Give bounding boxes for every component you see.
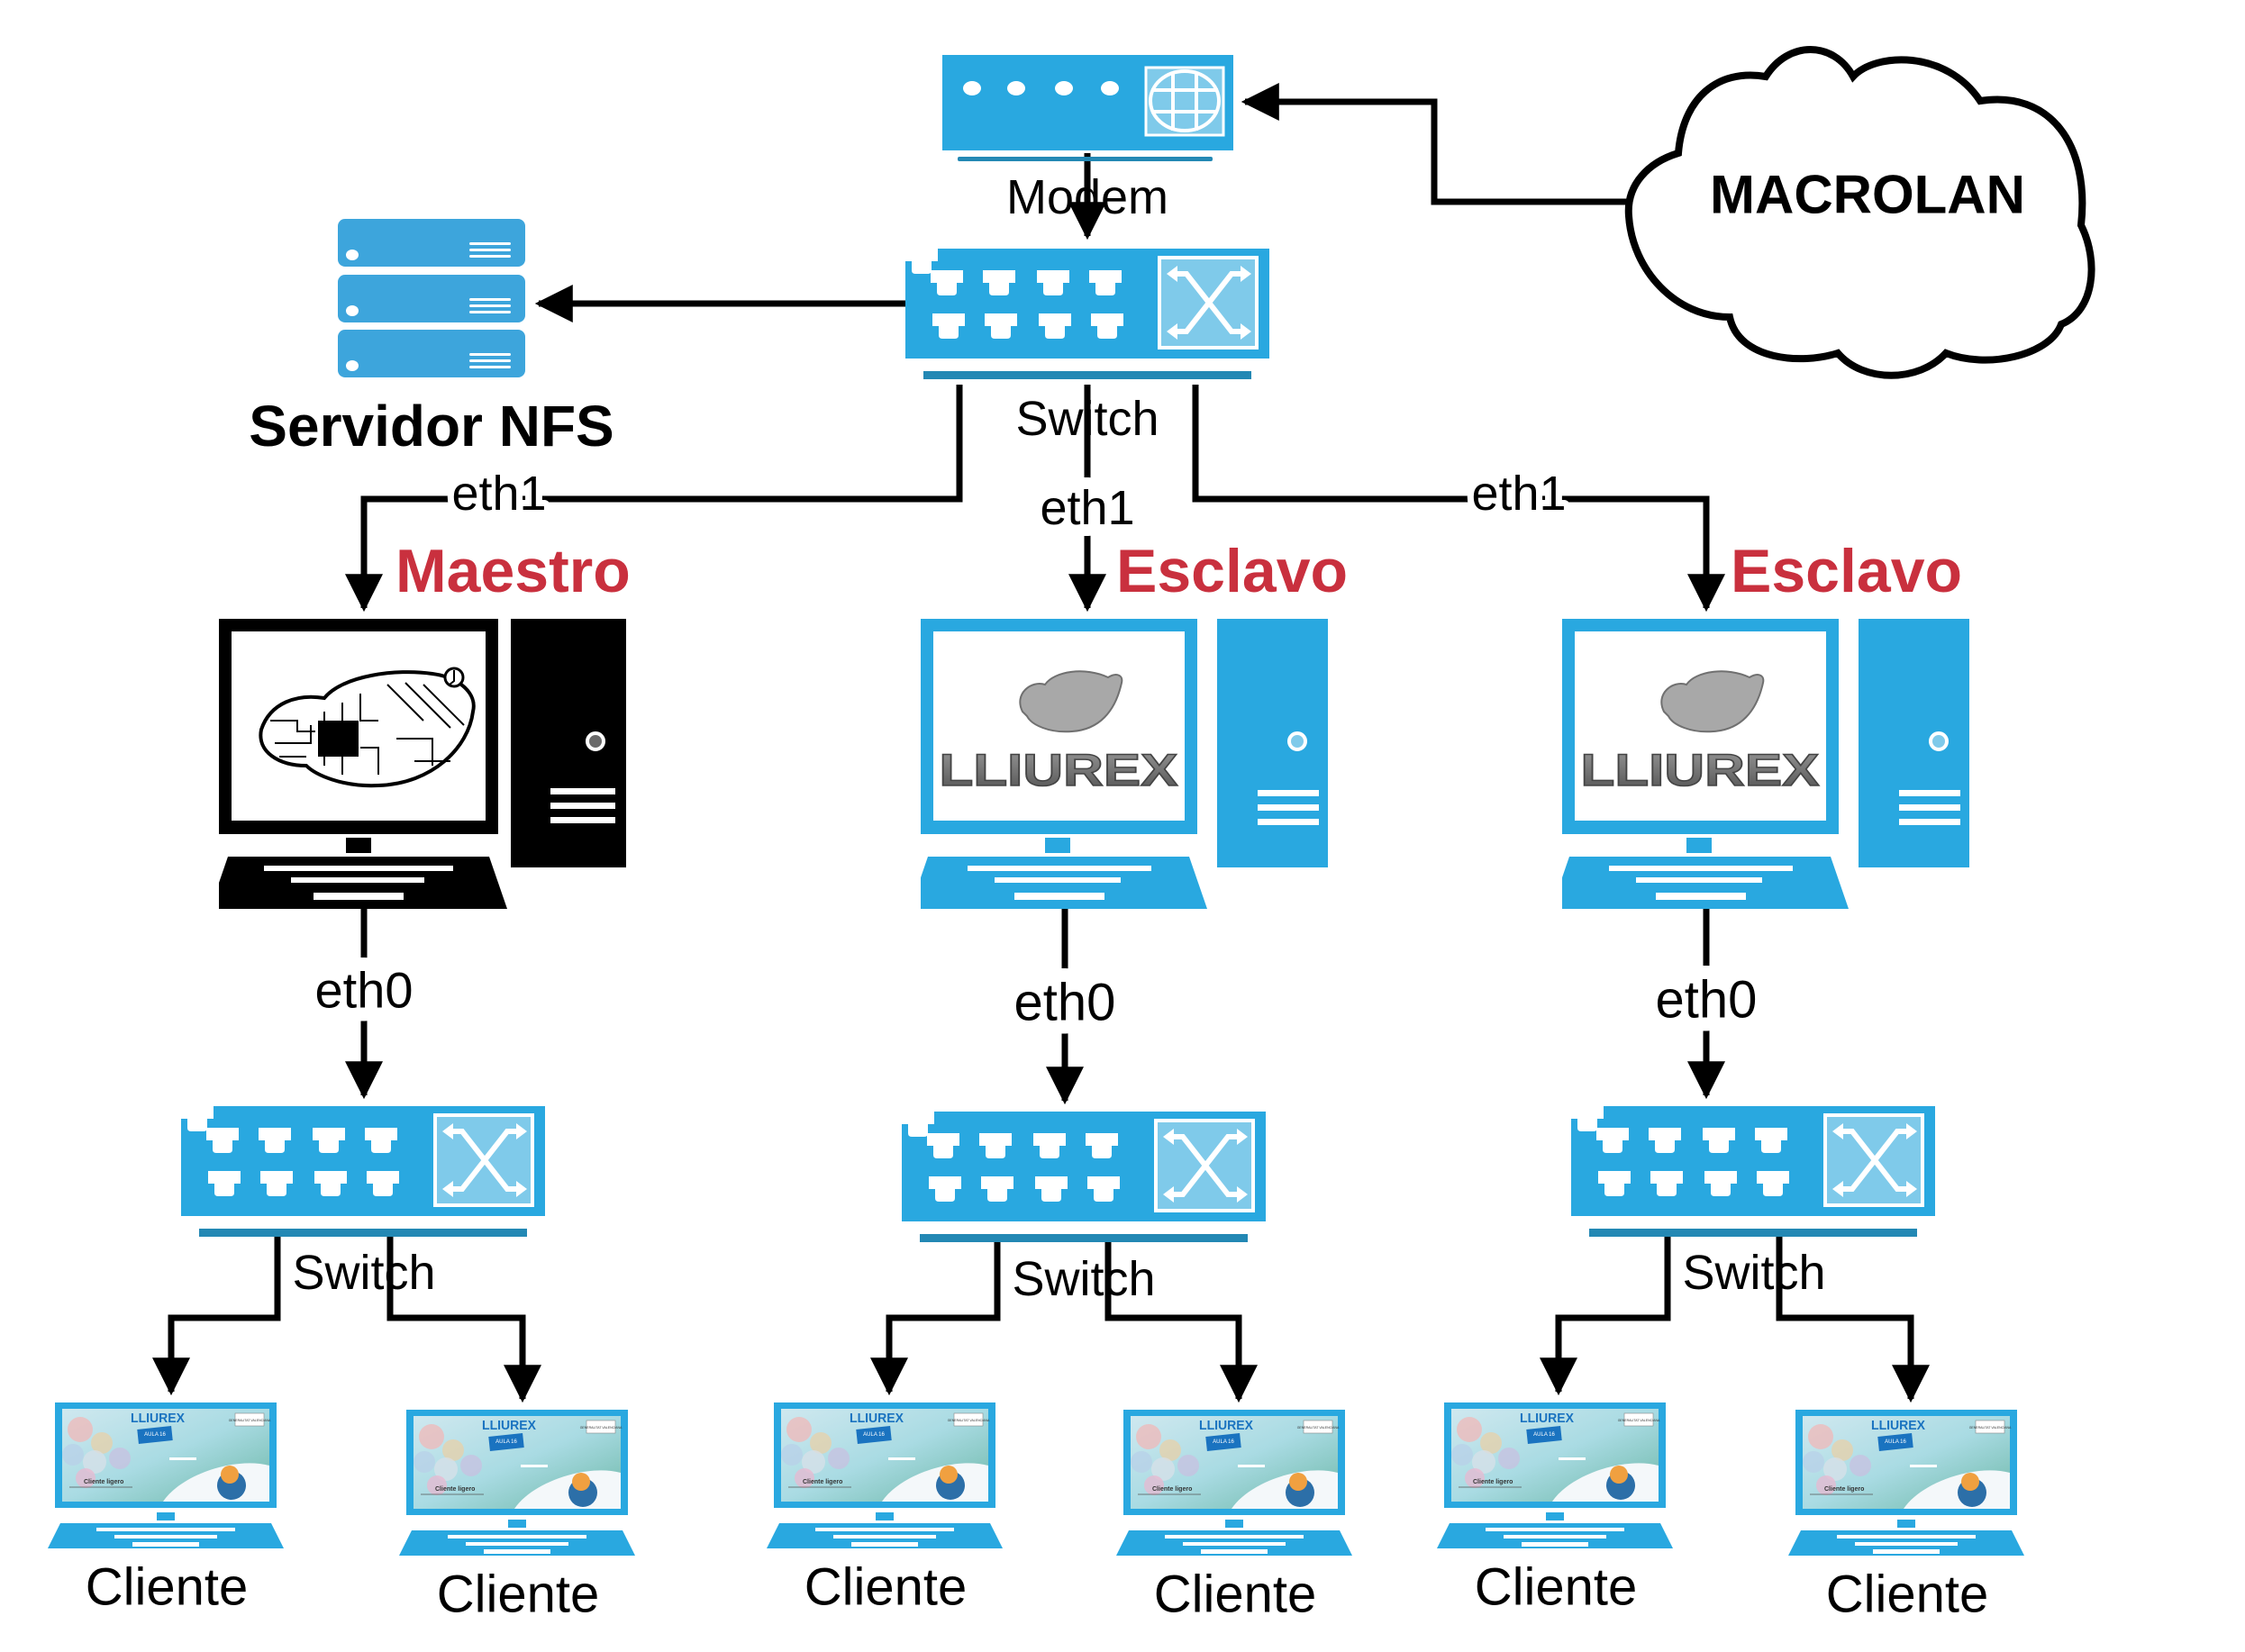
wire-cloud-to-modem (1241, 83, 1630, 205)
wire-switch-to-esclavo-2 (1192, 385, 1725, 613)
client-classroom: AULA 16 (1533, 1432, 1555, 1438)
client-caption: Cliente ligero (1473, 1479, 1513, 1485)
lliurex-logo-icon: LLIUREX (939, 670, 1178, 796)
server-esclavo-2[interactable]: Esclavo LLIUREX (1551, 537, 1974, 909)
thin-client-1[interactable]: LLIUREX AULA 16 GENERALITAT VALENCIANA Clie… (48, 1402, 284, 1617)
client-label: Cliente (86, 1558, 249, 1617)
client-classroom: AULA 16 (1885, 1439, 1906, 1445)
thin-client-3[interactable]: LLIUREX AULA 16 GENERALITAT VALENCIANA Clie… (767, 1402, 1003, 1617)
switch-icon (902, 1112, 1266, 1242)
client-gva-logo: GENERALITAT VALENCIANA (1297, 1426, 1340, 1430)
role-label-maestro: Maestro (395, 537, 631, 605)
switch-esclavo-1[interactable]: Switch (902, 1112, 1266, 1306)
server-esclavo-1[interactable]: Esclavo LLIUREX (910, 537, 1348, 909)
client-caption: Cliente ligero (1152, 1486, 1192, 1493)
thin-client-5[interactable]: LLIUREX AULA 16 GENERALITAT VALENCIANA Clie… (1437, 1402, 1673, 1617)
client-caption: Cliente ligero (84, 1479, 123, 1485)
role-label-esclavo-1: Esclavo (1116, 537, 1348, 605)
client-brand: LLIUREX (1199, 1418, 1253, 1433)
client-gva-logo: GENERALITAT VALENCIANA (1969, 1426, 2012, 1430)
uplink-label-maestro: eth1 (451, 467, 546, 521)
switch-maestro[interactable]: Switch (181, 1106, 545, 1300)
internet-label: MACROLAN (1710, 165, 2025, 225)
client-classroom: AULA 16 (495, 1439, 517, 1445)
client-classroom: AULA 16 (1213, 1439, 1234, 1445)
client-login-screen: LLIUREX AULA 16 GENERALITAT VALENCIANA Clie… (414, 1416, 623, 1509)
switch-esclavo-1-label: Switch (1012, 1252, 1155, 1306)
client-brand: LLIUREX (131, 1411, 185, 1426)
modem-icon (942, 55, 1233, 161)
switch-icon (1571, 1106, 1935, 1237)
wire-switch-1-to-client-2 (386, 1234, 541, 1403)
wires (152, 83, 1930, 1403)
laptop-icon: LLIUREX AULA 16 GENERALITAT VALENCIANA Clie… (1788, 1410, 2024, 1556)
client-gva-logo: GENERALITAT VALENCIANA (1618, 1419, 1660, 1422)
client-login-screen: LLIUREX AULA 16 GENERALITAT VALENCIANA Clie… (1451, 1409, 1660, 1502)
wire-switch-2-to-client-3 (870, 1239, 1001, 1396)
switch-maestro-label: Switch (292, 1246, 435, 1300)
client-gva-logo: GENERALITAT VALENCIANA (948, 1419, 990, 1422)
modem-label: Modem (1006, 170, 1168, 224)
downlink-label-esclavo-2: eth0 (1656, 971, 1758, 1030)
client-gva-logo: GENERALITAT VALENCIANA (229, 1419, 271, 1422)
lliurex-logo-text: LLIUREX (1581, 745, 1820, 795)
client-classroom: AULA 16 (863, 1432, 885, 1438)
uplink-label-esclavo-2: eth1 (1471, 467, 1566, 521)
downlink-label-maestro: eth0 (315, 962, 414, 1019)
client-brand: LLIUREX (1520, 1411, 1574, 1426)
laptop-icon: LLIUREX AULA 16 GENERALITAT VALENCIANA Clie… (1437, 1402, 1673, 1548)
lliurex-logo-icon: LLIUREX (1580, 670, 1820, 796)
client-gva-logo: GENERALITAT VALENCIANA (580, 1426, 623, 1430)
core-switch[interactable]: Switch (905, 249, 1269, 446)
server-rack-icon (338, 219, 525, 377)
laptop-icon: LLIUREX AULA 16 GENERALITAT VALENCIANA Clie… (399, 1410, 635, 1556)
role-label-esclavo-2: Esclavo (1731, 537, 1962, 605)
client-label: Cliente (437, 1566, 600, 1624)
client-brand: LLIUREX (1871, 1418, 1925, 1433)
thin-client-4[interactable]: LLIUREX AULA 16 GENERALITAT VALENCIANA Clie… (1116, 1410, 1352, 1624)
client-caption: Cliente ligero (1824, 1486, 1864, 1493)
lliurex-logo-text: LLIUREX (940, 745, 1178, 795)
client-login-screen: LLIUREX AULA 16 GENERALITAT VALENCIANA Clie… (1131, 1416, 1340, 1509)
switch-esclavo-2-label: Switch (1682, 1246, 1825, 1300)
wire-switch-to-maestro (345, 385, 963, 613)
nfs-server[interactable]: Servidor NFS (249, 219, 614, 458)
clients: LLIUREX AULA 16 GENERALITAT VALENCIANA Clie… (48, 1402, 2024, 1624)
client-brand: LLIUREX (850, 1411, 904, 1426)
client-caption: Cliente ligero (435, 1486, 475, 1493)
wire-switch-3-to-client-6 (1776, 1234, 1930, 1403)
thin-client-2[interactable]: LLIUREX AULA 16 GENERALITAT VALENCIANA Clie… (399, 1410, 635, 1624)
client-brand: LLIUREX (482, 1418, 536, 1433)
switch-icon (181, 1106, 545, 1237)
nfs-server-label: Servidor NFS (249, 394, 614, 458)
wire-switch-3-to-client-5 (1540, 1234, 1671, 1396)
server-maestro[interactable]: Maestro (210, 537, 631, 909)
switch-icon (905, 249, 1269, 379)
client-login-screen: LLIUREX AULA 16 GENERALITAT VALENCIANA Clie… (1803, 1416, 2012, 1509)
internet-cloud[interactable]: MACROLAN (1624, 46, 2095, 379)
laptop-icon: LLIUREX AULA 16 GENERALITAT VALENCIANA Clie… (48, 1402, 284, 1548)
downlink-label-esclavo-1: eth0 (1014, 974, 1116, 1032)
modem[interactable]: Modem (942, 55, 1233, 224)
client-login-screen: LLIUREX AULA 16 GENERALITAT VALENCIANA Clie… (62, 1409, 271, 1502)
client-label: Cliente (1154, 1566, 1317, 1624)
thin-client-6[interactable]: LLIUREX AULA 16 GENERALITAT VALENCIANA Clie… (1788, 1410, 2024, 1624)
core-switch-label: Switch (1015, 392, 1159, 446)
uplink-label-esclavo-1: eth1 (1040, 481, 1134, 535)
wire-switch-1-to-client-1 (152, 1234, 281, 1396)
laptop-icon: LLIUREX AULA 16 GENERALITAT VALENCIANA Clie… (1116, 1410, 1352, 1556)
wire-switch-2-to-client-4 (1104, 1239, 1258, 1403)
client-label: Cliente (804, 1558, 968, 1617)
circuit-leaf-logo-icon (259, 667, 476, 788)
client-caption: Cliente ligero (803, 1479, 842, 1485)
client-label: Cliente (1475, 1558, 1638, 1617)
cloud-icon (1624, 46, 2095, 379)
switch-esclavo-2[interactable]: Switch (1571, 1106, 1935, 1300)
client-login-screen: LLIUREX AULA 16 GENERALITAT VALENCIANA Clie… (781, 1409, 990, 1502)
client-classroom: AULA 16 (144, 1432, 166, 1438)
laptop-icon: LLIUREX AULA 16 GENERALITAT VALENCIANA Clie… (767, 1402, 1003, 1548)
client-label: Cliente (1826, 1566, 1989, 1624)
